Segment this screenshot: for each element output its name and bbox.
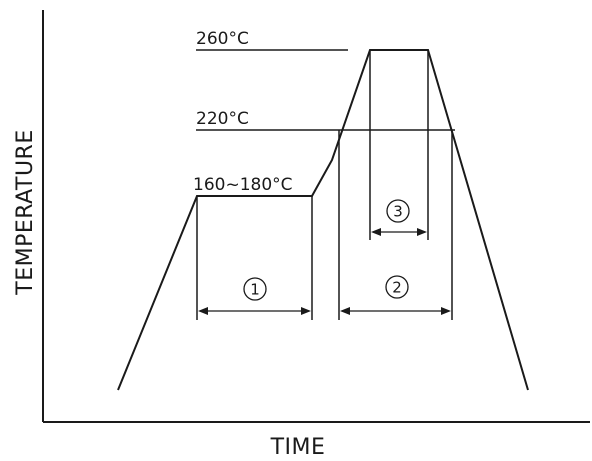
zone-1-badge: 1 — [243, 277, 267, 301]
x-axis-label: TIME — [270, 435, 326, 460]
peak-temp-label: 260°C — [196, 29, 249, 49]
zone-3-badge: 3 — [386, 199, 410, 223]
zone-2-arrow — [340, 307, 451, 315]
zone-3-arrow — [371, 228, 427, 236]
zone-1-number: 1 — [250, 281, 260, 299]
zone-2-badge: 2 — [385, 275, 409, 299]
y-axis-label: TEMPERATURE — [13, 129, 38, 295]
temperature-profile-curve — [117, 49, 529, 391]
zone-2-number: 2 — [392, 279, 402, 297]
reflow-temp-label: 220°C — [196, 109, 249, 129]
zone-3-number: 3 — [393, 203, 403, 221]
preheat-temp-label: 160~180°C — [193, 175, 293, 195]
zone-1-arrow — [198, 307, 311, 315]
